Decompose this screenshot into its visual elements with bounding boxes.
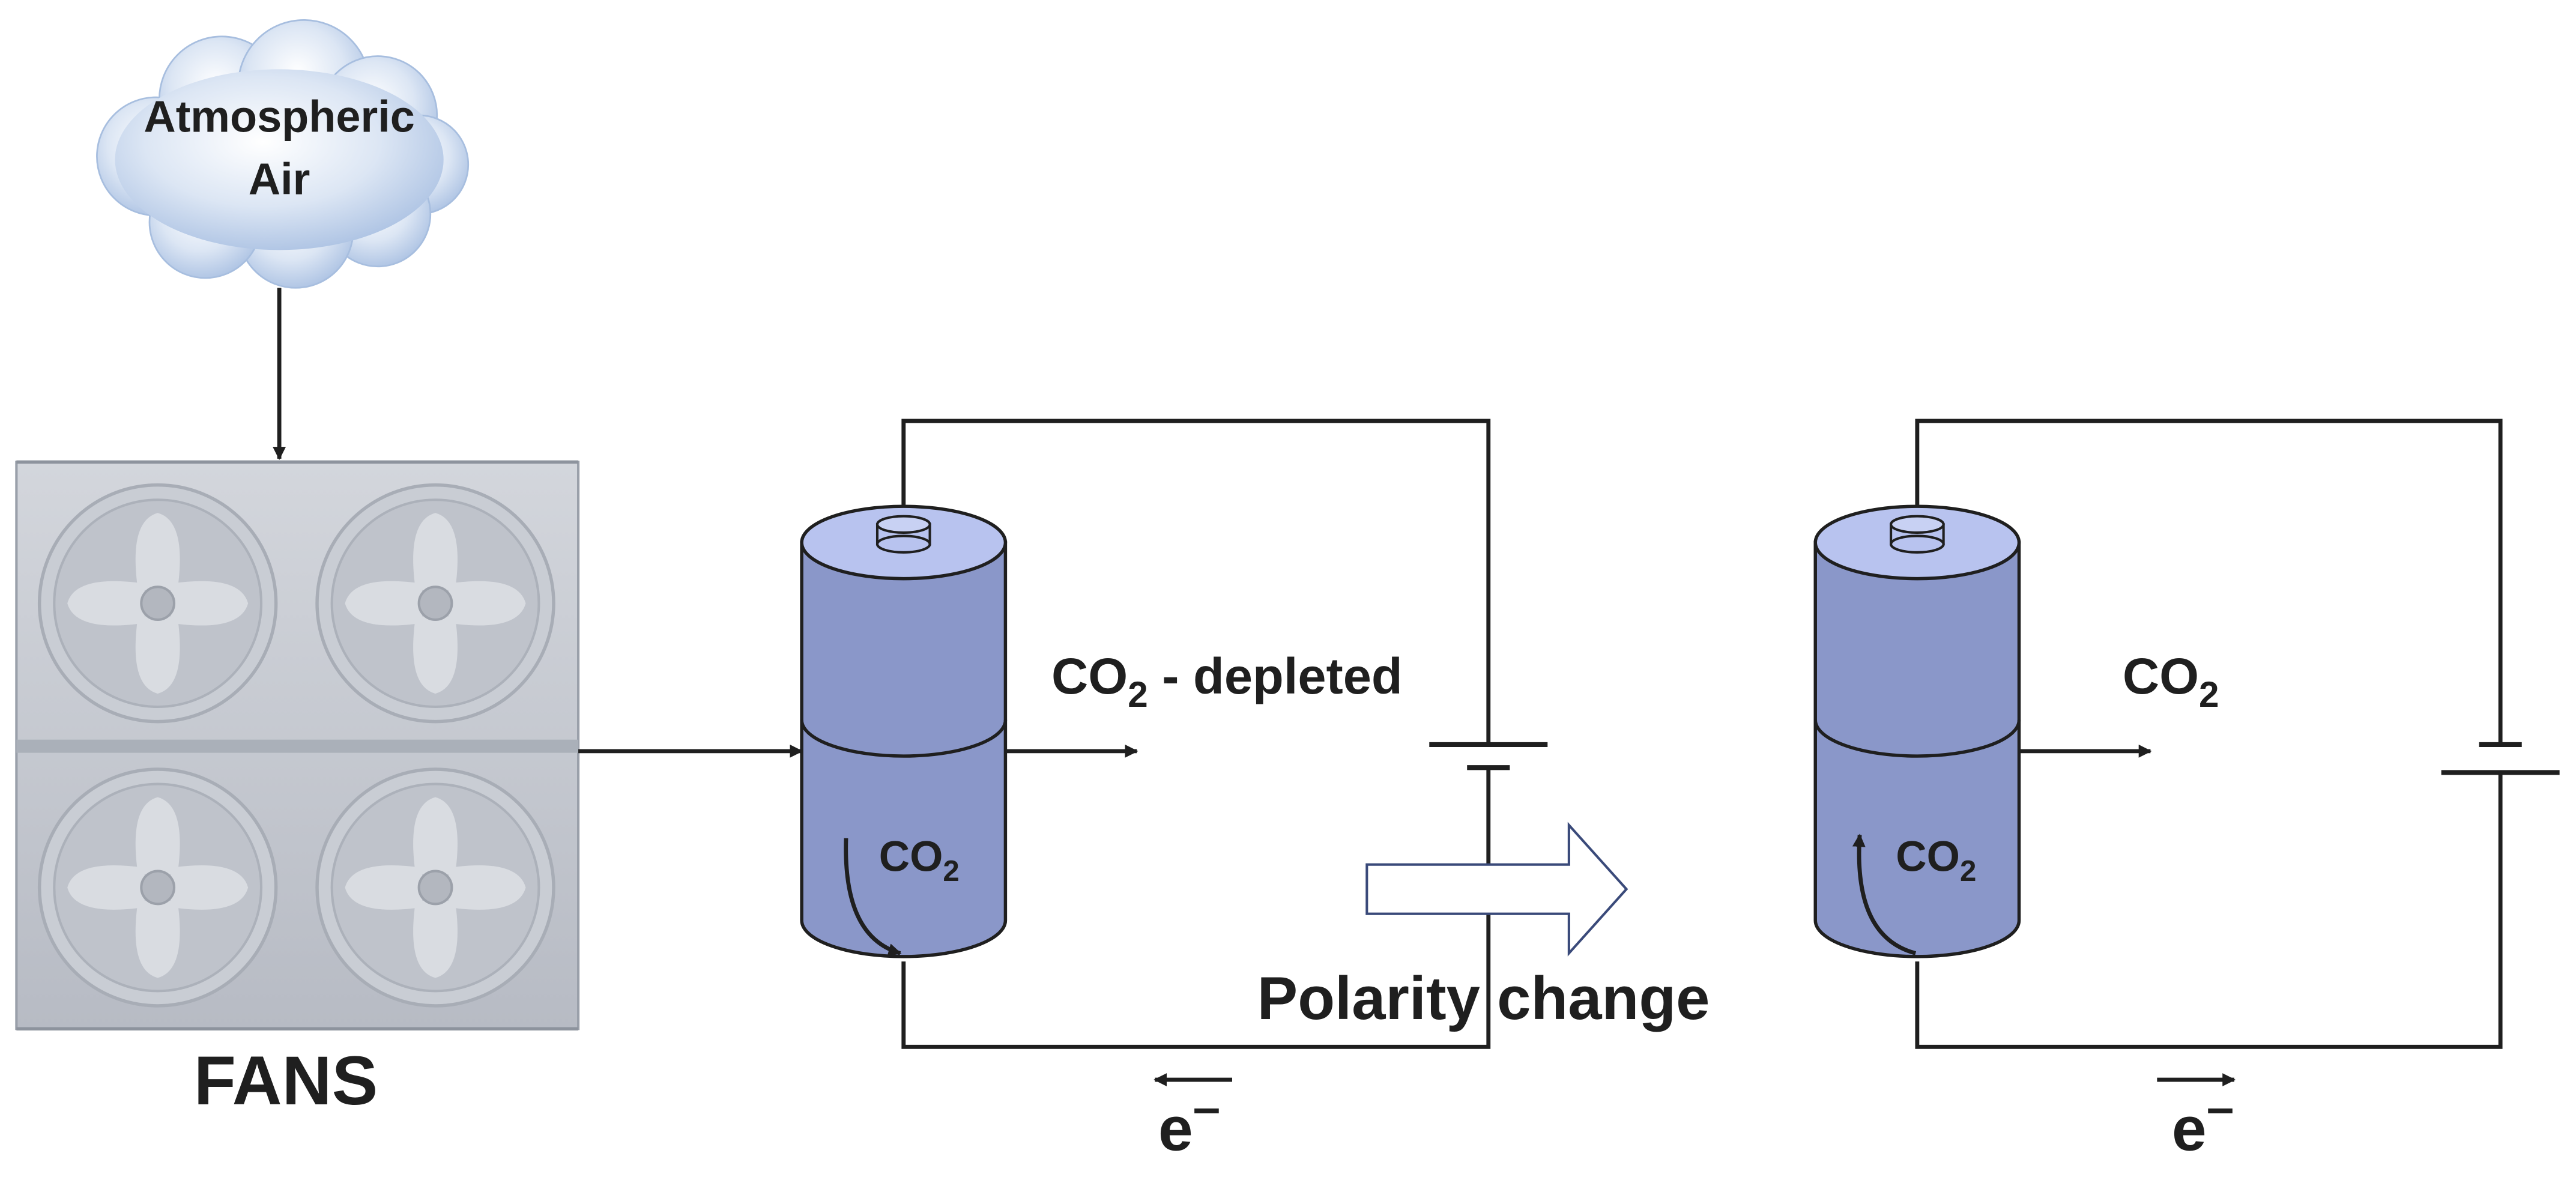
cell-terminal — [875, 515, 931, 554]
fans-unit — [15, 460, 580, 1030]
fan-icon — [37, 767, 278, 1008]
fan-icon — [315, 483, 555, 724]
fan-icon — [315, 767, 555, 1008]
cloud-label-line1: Atmospheric — [144, 91, 414, 141]
co2-capture-arrow — [844, 838, 902, 957]
cell-2-co2-label: CO2 — [1896, 834, 1976, 888]
fan-icon — [37, 483, 278, 724]
cloud-label-line2: Air — [249, 154, 310, 204]
cell-terminal — [1890, 515, 1945, 554]
electrochemical-cell-1: CO2 — [800, 504, 1008, 958]
co2-depleted-label: CO2 - depleted — [1051, 647, 1403, 715]
atmospheric-air-cloud: Atmospheric Air — [96, 19, 470, 289]
electrochemical-cell-2: CO2 — [1813, 504, 2021, 958]
co2-output-label: CO2 — [2123, 647, 2219, 715]
polarity-change-arrow-icon — [1365, 821, 1628, 957]
battery-symbol-1 — [1429, 742, 1548, 770]
fans-label: FANS — [194, 1042, 378, 1119]
electron-label-2: e– — [2172, 1080, 2234, 1164]
co2-release-arrow — [1852, 834, 1917, 955]
electron-flow-right: e– — [2157, 1073, 2236, 1164]
cell-1-co2-label: CO2 — [879, 834, 960, 888]
polarity-change-label: Polarity change — [1257, 964, 1710, 1032]
electron-label-1: e– — [1158, 1080, 1220, 1164]
circuit-2-wires — [1915, 419, 2503, 1049]
battery-symbol-2 — [2441, 742, 2560, 775]
electron-flow-left: e– — [1153, 1073, 1232, 1164]
